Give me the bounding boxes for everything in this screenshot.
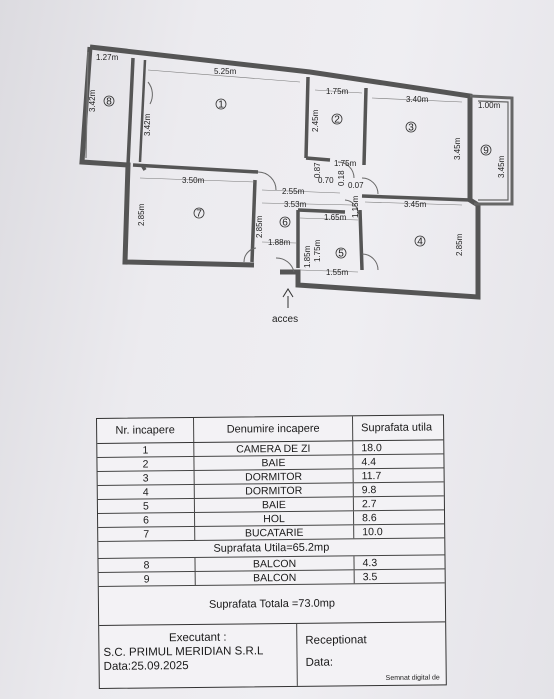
row-nr: 4 [97, 484, 195, 499]
row-nr: 1 [97, 442, 195, 457]
room-number-2: 2 [334, 115, 340, 126]
row-area: 2.7 [361, 497, 377, 510]
room-number-7: 7 [196, 209, 202, 220]
access-label: acces [272, 314, 298, 325]
digital-signature-note: Semnat digital de [385, 674, 440, 682]
row-name: BALCON [195, 556, 355, 571]
receptionat-label: Receptionat [305, 634, 367, 647]
inner-walls [126, 57, 471, 271]
row-name: BUCATARIE [195, 525, 355, 540]
receptionat-block: Receptionat Data: Semnat digital de [297, 622, 446, 686]
room-markers [103, 95, 492, 259]
room-number-4: 4 [417, 237, 423, 248]
table-footer: Executant : S.C. PRIMUL MERIDIAN S.R.L D… [99, 622, 446, 688]
row-name: BAIE [194, 497, 354, 512]
balcony-8-rail [85, 51, 89, 159]
dim-8-height: 3.42m [88, 89, 97, 112]
row-nr: 2 [97, 456, 195, 471]
header-nr: Nr. incapere [97, 417, 195, 443]
executant-block: Executant : S.C. PRIMUL MERIDIAN S.R.L D… [99, 623, 298, 688]
dim-165: 1.65m [324, 213, 347, 222]
room-table: Nr. incapere Denumire incapere Suprafata… [96, 414, 447, 689]
dim-3-height: 3.45m [453, 137, 462, 160]
dim-1-width: 5.25m [214, 67, 237, 76]
dim-070: 0.70 [318, 176, 334, 185]
row-nr: 7 [98, 526, 196, 541]
room-number-8: 8 [106, 97, 112, 108]
row-area: 4.4 [361, 455, 377, 468]
dim-6-height: 2.85m [255, 215, 264, 238]
row-nr: 8 [98, 557, 196, 572]
room-number-3: 3 [408, 123, 414, 134]
room-number-1: 1 [218, 100, 224, 111]
row-name: DORMITOR [194, 469, 354, 484]
row-name: DORMITOR [194, 483, 354, 498]
row-area: 9.8 [361, 483, 377, 496]
row-nr: 5 [97, 498, 195, 513]
dim-255: 2.55m [282, 187, 305, 196]
header-name: Denumire incapere [194, 416, 354, 442]
receptionat-date: Data: [305, 656, 334, 669]
dim-7-width: 3.50m [182, 176, 205, 185]
row-name: BALCON [195, 570, 355, 585]
dim-3-width: 3.40m [406, 95, 429, 104]
dim-185: 1.85m [303, 245, 312, 268]
dim-175b: 1.75m [334, 159, 357, 168]
access-arrow-icon [282, 288, 294, 308]
dim-5-width: 1.55m [326, 268, 349, 277]
table-header: Nr. incapere Denumire incapere Suprafata… [97, 415, 444, 444]
dim-087: 0.87 [313, 162, 322, 178]
dim-9-width: 1.00m [478, 101, 501, 110]
row-area: 18.0 [361, 441, 382, 454]
dim-018: 0.18 [337, 170, 346, 186]
dim-2-width: 1.75m [326, 87, 349, 96]
dim-115: 1.15m [351, 195, 360, 218]
row-nr: 3 [97, 470, 195, 485]
row-area: 10.0 [362, 525, 383, 538]
dimension-lines [139, 69, 463, 273]
dim-1-height: 3.42m [143, 113, 152, 136]
room-number-6: 6 [282, 218, 288, 229]
row-name: HOL [194, 511, 355, 526]
dim-188: 1.88m [268, 238, 291, 247]
room-number-9: 9 [483, 146, 489, 157]
row-name: CAMERA DE ZI [194, 441, 354, 456]
floor-plan: 1.27m 3.42m 5.25m 3.42m 1.75m 2.45m 3.40… [79, 44, 514, 325]
outer-walls [79, 44, 481, 300]
dim-353: 3.53m [284, 200, 307, 209]
dim-2-height: 2.45m [311, 109, 320, 132]
row-area: 4.3 [362, 556, 378, 569]
row-nr: 6 [98, 512, 196, 527]
dim-4-width: 3.45m [404, 200, 427, 209]
row-name: BAIE [194, 455, 354, 470]
dim-5-height: 1.75m [313, 239, 322, 262]
dim-8-width: 1.27m [96, 53, 119, 62]
dim-9-height: 3.45m [497, 155, 506, 178]
row-nr: 9 [98, 571, 196, 586]
executant-date: Data:25.09.2025 [103, 660, 189, 673]
row-area: 11.7 [361, 469, 382, 482]
doors [147, 81, 379, 273]
balcony-9-walls [469, 94, 514, 206]
dim-007: 0.07 [348, 181, 364, 190]
row-area: 8.6 [361, 511, 377, 524]
row-area: 3.5 [362, 570, 378, 583]
dim-7-height: 2.85m [137, 203, 146, 226]
header-area: Suprafata utila [361, 421, 433, 435]
dim-4-height: 2.85m [455, 233, 464, 256]
room-number-5: 5 [338, 249, 344, 260]
grand-total: Suprafata Totala =73.0mp [98, 583, 446, 626]
